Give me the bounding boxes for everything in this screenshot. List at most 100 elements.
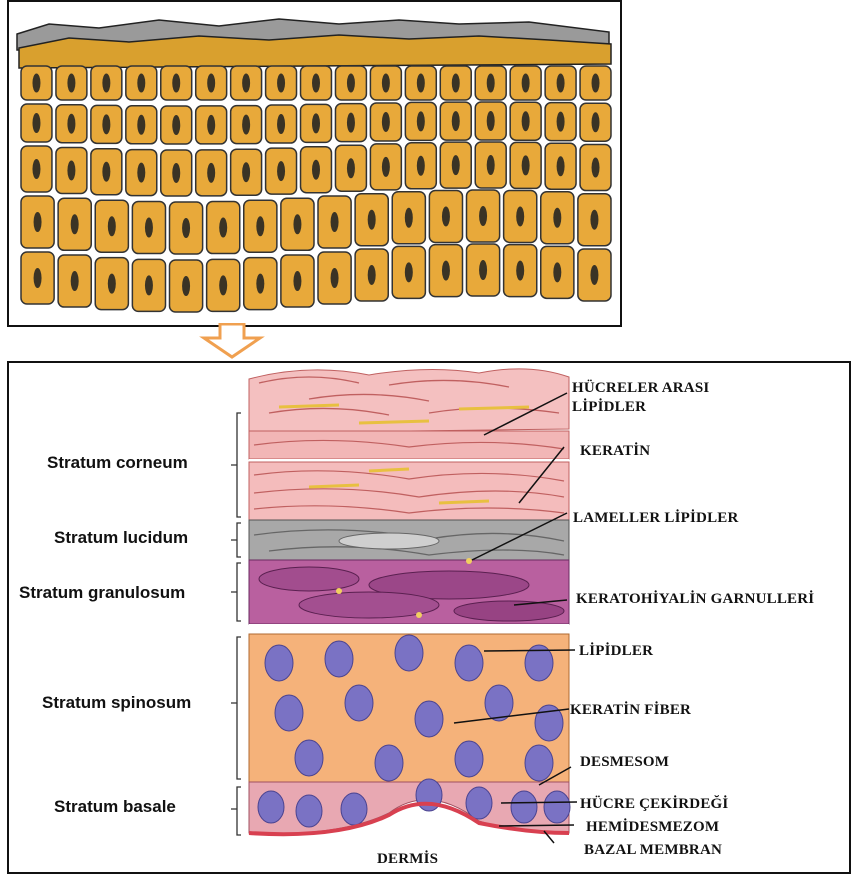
cell-nucleus bbox=[145, 218, 153, 238]
cell-nucleus bbox=[242, 115, 250, 135]
cell-nucleus bbox=[32, 113, 40, 133]
cell-nucleus bbox=[145, 275, 153, 295]
callout-hucreler-arasi-1: HÜCRELER ARASI bbox=[572, 379, 709, 397]
cell-nucleus bbox=[219, 275, 227, 295]
cell-nucleus bbox=[382, 112, 390, 132]
cell-nucleus bbox=[417, 156, 425, 176]
cell-nucleus bbox=[102, 114, 110, 134]
cell-nucleus bbox=[102, 74, 110, 93]
cell-nucleus bbox=[347, 74, 355, 93]
callout-hemidesmezom: HEMİDESMEZOM bbox=[586, 818, 719, 836]
callout-keratin-fiber: KERATİN FİBER bbox=[570, 701, 691, 719]
cell-nucleus bbox=[487, 74, 495, 93]
cell-nucleus bbox=[256, 274, 264, 294]
cell-nucleus bbox=[557, 112, 565, 132]
cell-nucleus bbox=[219, 218, 227, 238]
cell-nucleus bbox=[522, 155, 530, 175]
cell-nucleus bbox=[242, 74, 250, 93]
cell-nucleus bbox=[417, 111, 425, 131]
cell-nucleus bbox=[487, 155, 495, 175]
cell-nucleus bbox=[277, 74, 285, 93]
epidermis-cells-drawing bbox=[9, 2, 620, 325]
cell-nucleus bbox=[71, 214, 79, 234]
cell-nucleus bbox=[34, 212, 42, 232]
cell-nucleus bbox=[71, 271, 79, 291]
cell-nucleus bbox=[102, 162, 110, 182]
cell-nucleus bbox=[553, 262, 561, 282]
cell-nucleus bbox=[67, 160, 75, 180]
callout-lipidler: LİPİDLER bbox=[579, 642, 653, 660]
cell-nucleus bbox=[32, 159, 40, 179]
cell-nucleus bbox=[592, 74, 600, 93]
cell-nucleus bbox=[207, 163, 215, 183]
cell-nucleus bbox=[452, 155, 460, 175]
spinosum-nucleus bbox=[525, 745, 553, 781]
down-arrow-icon bbox=[198, 323, 268, 359]
cell-nucleus bbox=[522, 74, 530, 93]
cell-nucleus bbox=[277, 114, 285, 134]
cell-nucleus bbox=[516, 261, 524, 281]
cell-nucleus bbox=[172, 163, 180, 183]
basale-nucleus bbox=[511, 791, 537, 823]
cell-nucleus bbox=[405, 208, 413, 228]
spinosum-nucleus bbox=[295, 740, 323, 776]
basale-nucleus bbox=[466, 787, 492, 819]
callout-hucreler-arasi-2: LİPİDLER bbox=[572, 398, 646, 416]
cell-nucleus bbox=[553, 208, 561, 228]
basale-nucleus bbox=[341, 793, 367, 825]
cell-nucleus bbox=[293, 214, 301, 234]
layer-brackets bbox=[231, 413, 241, 835]
spinosum-nucleus bbox=[345, 685, 373, 721]
cell-nucleus bbox=[368, 210, 376, 230]
cell-nucleus bbox=[592, 158, 600, 178]
cell-nucleus bbox=[452, 74, 460, 93]
cell-nucleus bbox=[479, 206, 487, 226]
cell-nucleus bbox=[172, 74, 180, 93]
callout-desmesom: DESMESOM bbox=[580, 753, 669, 771]
cell-nucleus bbox=[172, 115, 180, 135]
cell-nucleus bbox=[293, 271, 301, 291]
cell-nucleus bbox=[557, 156, 565, 176]
cell-nucleus bbox=[331, 268, 339, 288]
label-stratum-spinosum: Stratum spinosum bbox=[42, 693, 191, 713]
spinosum-nucleus bbox=[325, 641, 353, 677]
cell-nucleus bbox=[382, 74, 390, 93]
cell-nucleus bbox=[522, 111, 530, 131]
cell-nucleus bbox=[479, 260, 487, 280]
cell-nucleus bbox=[487, 111, 495, 131]
skin-layers-diagram: Stratum corneum Stratum lucidum Stratum … bbox=[7, 361, 851, 874]
cell-nucleus bbox=[442, 261, 450, 281]
cell-nucleus bbox=[442, 206, 450, 226]
cell-grid bbox=[21, 66, 611, 312]
basale-nucleus bbox=[258, 791, 284, 823]
cell-nucleus bbox=[277, 161, 285, 181]
callout-keratin: KERATİN bbox=[580, 442, 650, 460]
spinosum-nucleus bbox=[265, 645, 293, 681]
cell-nucleus bbox=[331, 212, 339, 232]
cell-nucleus bbox=[452, 111, 460, 131]
cell-nucleus bbox=[557, 74, 565, 93]
cell-nucleus bbox=[592, 112, 600, 132]
cell-nucleus bbox=[590, 265, 598, 285]
cell-nucleus bbox=[182, 276, 190, 296]
spinosum-nucleus bbox=[415, 701, 443, 737]
spinosum-nucleus bbox=[275, 695, 303, 731]
cell-nucleus bbox=[347, 158, 355, 178]
cell-nucleus bbox=[405, 262, 413, 282]
cell-nucleus bbox=[108, 216, 116, 236]
label-dermis: DERMİS bbox=[377, 850, 438, 868]
cell-nucleus bbox=[382, 157, 390, 177]
basale-nucleus bbox=[544, 791, 570, 823]
cell-nucleus bbox=[108, 274, 116, 294]
label-stratum-lucidum: Stratum lucidum bbox=[54, 528, 188, 548]
cell-nucleus bbox=[256, 216, 264, 236]
corneum-top-cells bbox=[249, 369, 569, 433]
cell-nucleus bbox=[137, 115, 145, 135]
label-stratum-granulosum: Stratum granulosum bbox=[19, 583, 185, 603]
cell-nucleus bbox=[34, 268, 42, 288]
spinosum-nucleus bbox=[375, 745, 403, 781]
cell-nucleus bbox=[137, 163, 145, 183]
cell-nucleus bbox=[67, 114, 75, 134]
label-stratum-basale: Stratum basale bbox=[54, 797, 176, 817]
flattened-cells bbox=[19, 35, 611, 68]
